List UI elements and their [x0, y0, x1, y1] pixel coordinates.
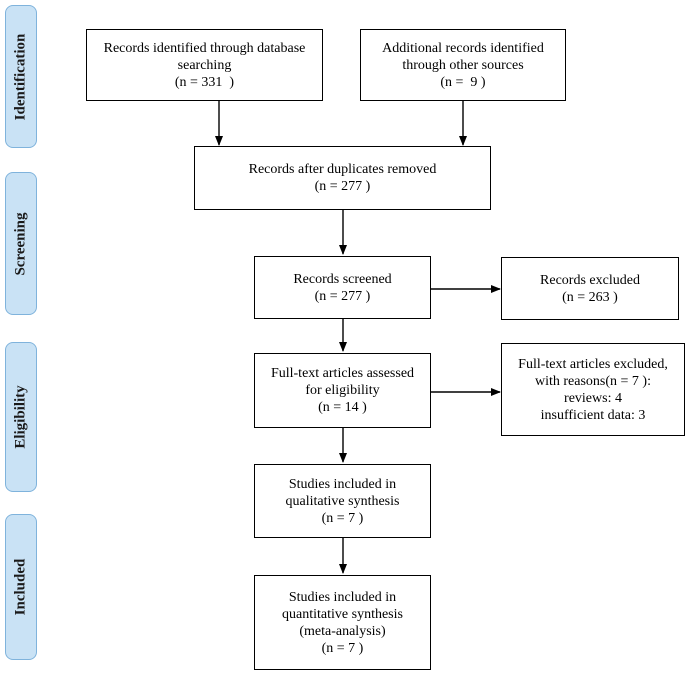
- stage-identification: Identification: [5, 5, 37, 148]
- box-quantitative-line3: (meta-analysis): [299, 623, 386, 639]
- box-qualitative-line3: (n = 7 ): [321, 510, 364, 526]
- box-fulltext-excluded-line3: reviews: 4: [564, 390, 622, 406]
- box-fulltext-excluded-line1: Full-text articles excluded,: [518, 356, 668, 372]
- box-qualitative-line1: Studies included in: [288, 476, 397, 492]
- box-screened: Records screened (n = 277 ): [254, 256, 431, 319]
- box-qualitative: Studies included in qualitative synthesi…: [254, 464, 431, 538]
- box-excluded: Records excluded (n = 263 ): [501, 257, 679, 320]
- box-fulltext-assessed-line3: (n = 14 ): [318, 400, 367, 415]
- box-fulltext-assessed-line1: Full-text articles assessed: [270, 366, 415, 381]
- box-other-sources: Additional records identified through ot…: [360, 29, 566, 101]
- box-after-duplicates: Records after duplicates removed (n = 27…: [194, 146, 491, 210]
- box-database-records-line3: (n = 331 ): [174, 74, 235, 90]
- box-fulltext-excluded-line2: with reasons(n = 7 ):: [535, 373, 651, 389]
- box-other-sources-line3: (n = 9 ): [440, 74, 486, 90]
- stage-included: Included: [5, 514, 37, 660]
- box-quantitative-line1: Studies included in: [288, 589, 397, 605]
- box-excluded-line1: Records excluded: [540, 272, 640, 288]
- box-after-duplicates-line2: (n = 277 ): [314, 179, 371, 194]
- box-other-sources-line1: Additional records identified: [382, 40, 544, 56]
- box-fulltext-assessed: Full-text articles assessed for eligibil…: [254, 353, 431, 428]
- box-after-duplicates-line1: Records after duplicates removed: [248, 162, 437, 177]
- box-fulltext-excluded-line4: insufficient data: 3: [540, 407, 646, 423]
- box-screened-line1: Records screened: [293, 271, 392, 287]
- stage-eligibility: Eligibility: [5, 342, 37, 492]
- box-other-sources-line2: through other sources: [402, 57, 524, 73]
- box-screened-line2: (n = 277 ): [314, 288, 371, 304]
- box-database-records-line2: searching: [177, 57, 232, 73]
- box-quantitative-line4: (n = 7 ): [321, 640, 364, 656]
- stage-screening: Screening: [5, 172, 37, 315]
- box-quantitative: Studies included in quantitative synthes…: [254, 575, 431, 670]
- box-database-records: Records identified through database sear…: [86, 29, 323, 101]
- box-excluded-line2: (n = 263 ): [562, 289, 618, 305]
- box-quantitative-line2: quantitative synthesis: [282, 606, 403, 622]
- box-fulltext-excluded: Full-text articles excluded, with reason…: [501, 343, 685, 436]
- box-fulltext-assessed-line2: for eligibility: [305, 383, 380, 398]
- box-qualitative-line2: qualitative synthesis: [285, 493, 400, 509]
- box-database-records-line1: Records identified through database: [103, 40, 306, 56]
